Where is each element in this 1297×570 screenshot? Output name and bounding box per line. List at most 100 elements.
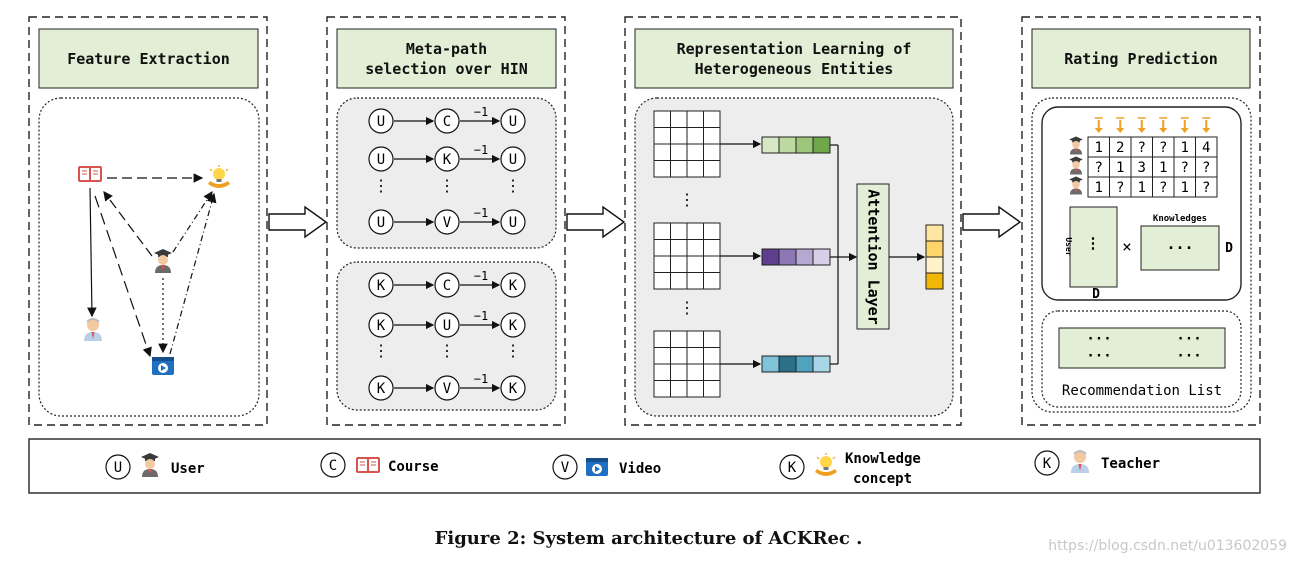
meta-path-node-label: K [377,318,386,334]
legend-knowledge-label-2: concept [853,471,912,487]
meta-path-node [368,312,394,338]
legend-video: V Video [552,454,661,480]
panel-feature-extraction [28,16,268,426]
rating-cell-value: 3 [1138,160,1146,176]
vector-cell [761,355,780,373]
vector-cell [761,248,780,266]
meta-path-group-1 [336,97,557,249]
header-rating-prediction [1031,28,1251,89]
rating-outer-box [1031,97,1252,413]
meta-path-node [368,375,394,401]
inverse-superscript: −1 [474,206,488,220]
vector-cell [812,248,831,266]
knowledges-label: Knowledges [1153,214,1207,224]
representation-title-1: Representation Learning of [676,40,912,58]
rating-cell-value: 4 [1202,140,1210,156]
vector-cell [795,136,814,154]
attention-vector-cell [925,272,944,290]
header-meta-path [336,28,557,89]
representation-title-2: Heterogeneous Entities [694,60,894,78]
user-factor-matrix [1069,206,1118,288]
grid-ellipsis: ⋮ [679,298,695,317]
edge-user-course [103,191,153,257]
rating-cell-value: ? [1159,180,1167,196]
rating-cell-value: ? [1159,140,1167,156]
rating-cell-value: 1 [1138,180,1146,196]
meta-path-node [500,312,526,338]
meta-path-node-label: K [443,152,452,168]
rating-cell-value: 1 [1095,180,1103,196]
meta-path-ellipsis: ⋮ [505,176,521,195]
legend-student-icon [141,453,159,477]
rating-cell-value: 2 [1116,140,1124,156]
meta-path-node-label: V [443,215,452,231]
meta-path-node [368,272,394,298]
edge-video-knowledge [169,192,217,355]
edge-course-video [94,195,152,358]
meta-path-node-label: K [377,278,386,294]
legend-knowledge: K Knowledge concept [779,451,921,487]
meta-path-node [434,375,460,401]
times-symbol: × [1122,237,1132,256]
meta-path-node [500,209,526,235]
legend-video-letter: V [561,460,570,476]
rating-cell-value: ? [1202,180,1210,196]
teacher-icon [83,318,103,342]
legend-user-label: User [171,461,205,477]
feature-extraction-title: Feature Extraction [67,50,230,68]
attention-layer-box [856,183,890,330]
attention-vector-cell [925,240,944,258]
legend-teacher: K Teacher [1034,450,1160,476]
legend-teacher-icon [1070,450,1090,474]
vector-cell [795,248,814,266]
vector-cell [812,136,831,154]
legend-knowledge-icon [814,452,838,477]
rating-cell-value: 1 [1095,140,1103,156]
rating-cell-value: 1 [1159,160,1167,176]
rating-prediction-title: Rating Prediction [1064,50,1218,68]
panel-rating-prediction [1021,16,1261,426]
rating-cell-value: ? [1095,160,1103,176]
meta-path-node-label: C [443,114,451,130]
meta-path-node-label: K [509,278,518,294]
legend-course-letter: C [329,458,337,474]
panel-representation [624,16,962,426]
meta-path-ellipsis: ⋮ [373,341,389,360]
meta-path-node-label: U [377,114,385,130]
meta-path-node [500,272,526,298]
meta-path-node-label: U [377,215,385,231]
meta-path-node [434,312,460,338]
meta-path-node-label: K [509,381,518,397]
rec-dots-1: ··· [1086,331,1111,347]
knowledge-icon [207,164,231,189]
panel-meta-path [326,16,566,426]
rec-dots-4: ··· [1176,348,1201,364]
meta-path-ellipsis: ⋮ [373,176,389,195]
rating-cell-value: ? [1181,160,1189,176]
inverse-superscript: −1 [474,269,488,283]
user-factor-d: D [1092,287,1100,302]
flow-arrow-1 [268,205,328,239]
knowledge-factor-matrix [1140,225,1220,271]
meta-path-node-label: U [509,152,517,168]
rating-cell-value: ? [1116,180,1124,196]
recommendation-list-matrix [1058,327,1226,369]
attention-vector-cell [925,224,944,242]
meta-path-ellipsis: ⋮ [505,341,521,360]
meta-path-node-label: K [377,381,386,397]
inverse-superscript: −1 [474,309,488,323]
video-icon [152,357,174,375]
legend-knowledge-letter: K [788,460,797,476]
edge-user-knowledge [172,190,213,253]
meta-path-node [368,108,394,134]
rating-column-arrows [1094,117,1211,133]
vector-cell [778,136,797,154]
inverse-superscript: −1 [474,105,488,119]
header-feature-extraction [38,28,259,89]
meta-path-node [434,272,460,298]
legend-knowledge-label-1: Knowledge [845,451,921,467]
meta-path-node-label: U [509,114,517,130]
meta-path-title-2: selection over HIN [365,60,528,78]
inverse-superscript: −1 [474,372,488,386]
